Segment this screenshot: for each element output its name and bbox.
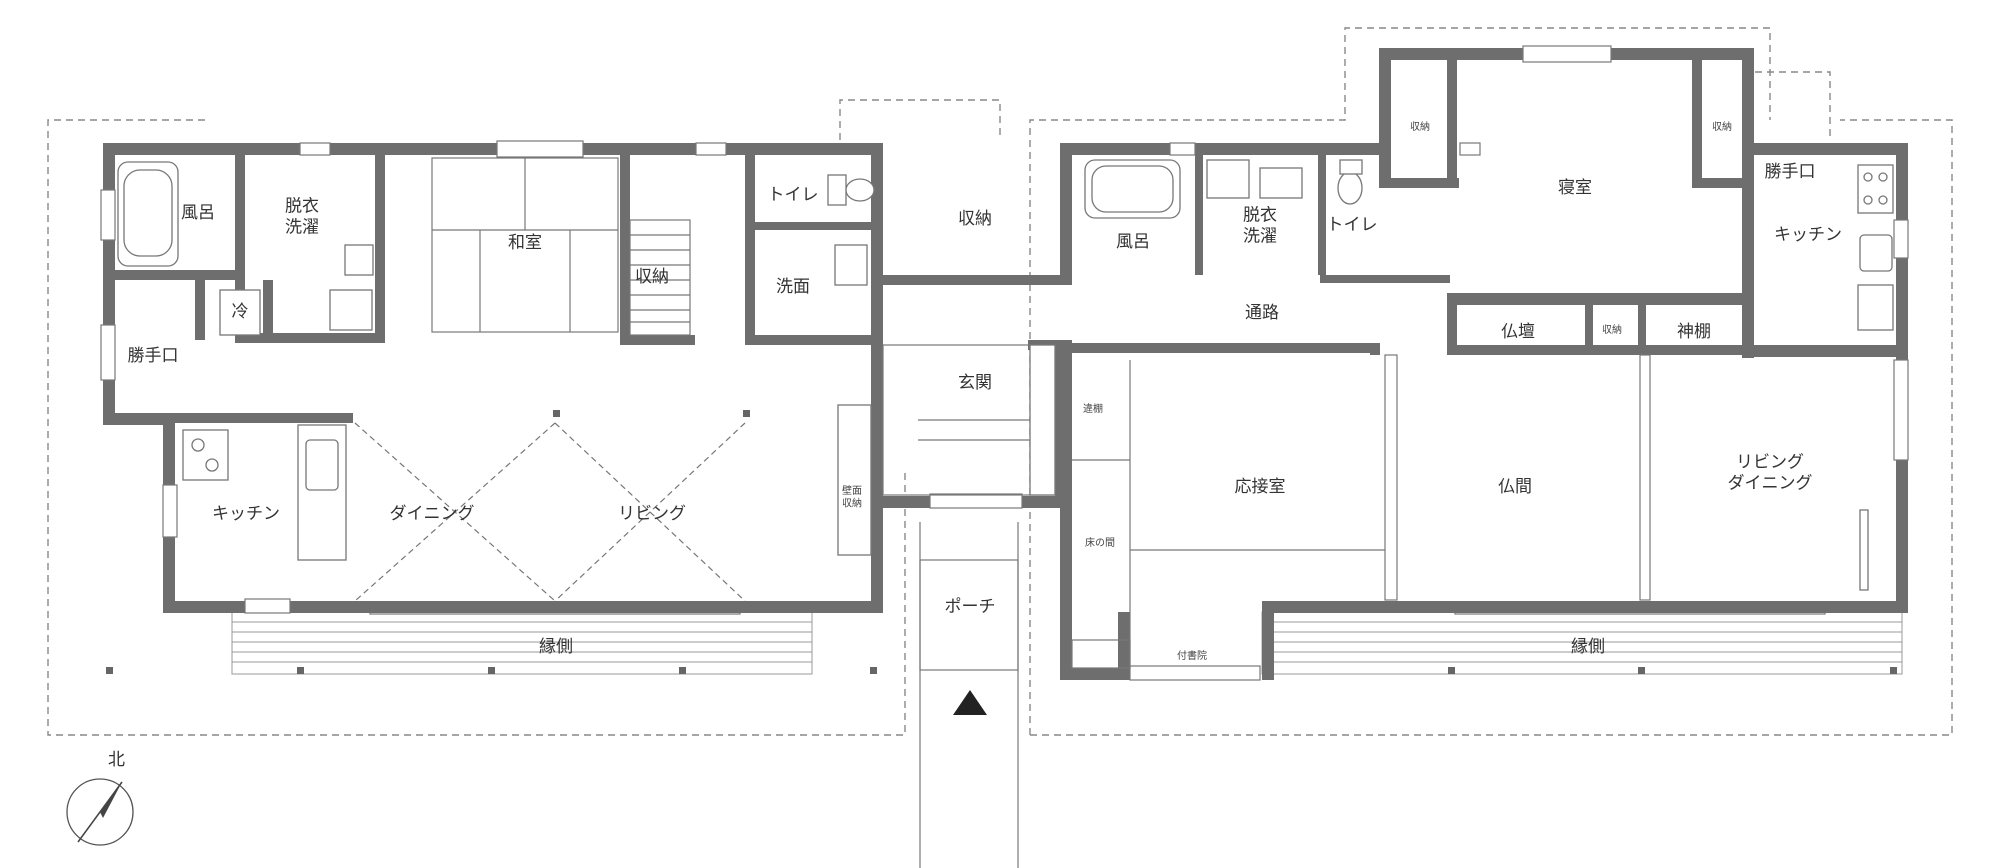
label-butsudan: 仏壇 [1501, 322, 1535, 342]
label-porch: ポーチ [945, 597, 996, 617]
label-osetsushitsu: 応接室 [1235, 477, 1286, 497]
label-toilet-right: トイレ [1327, 215, 1378, 235]
windows [100, 45, 1909, 681]
fixtures [117, 157, 1894, 669]
label-living-dining-right: リビングダイニング [1728, 452, 1813, 493]
label-living: リビング [618, 504, 686, 524]
label-katteguchi-right: 勝手口 [1765, 162, 1816, 182]
deck-posts [106, 410, 1897, 674]
label-engawa-left: 縁側 [539, 637, 573, 657]
label-genkan: 玄関 [958, 373, 992, 393]
label-kitchen-right: キッチン [1774, 225, 1842, 245]
label-tokonoma: 床の間 [1085, 536, 1115, 549]
eave-outline [47, 27, 1953, 868]
entrance-arrow-icon [953, 690, 987, 715]
label-shinshitsu: 寝室 [1558, 177, 1592, 198]
label-hekimen-shuno: 壁面収納 [842, 484, 862, 510]
label-katteguchi-left: 勝手口 [128, 346, 179, 366]
label-furo-right: 風呂 [1116, 232, 1150, 252]
label-dining: ダイニング [390, 504, 475, 524]
label-kitchen-left: キッチン [212, 504, 280, 524]
label-senmen: 洗面 [776, 277, 810, 297]
label-shuno-bed-left: 収納 [1410, 120, 1430, 133]
label-engawa-right: 縁側 [1571, 637, 1605, 657]
room-labels: 風呂 脱衣洗濯 和室 収納 トイレ 洗面 収納 冷 勝手口 キッチン ダイニング… [128, 120, 1843, 662]
label-chigaidana: 違棚 [1083, 402, 1103, 415]
walls [103, 48, 1908, 680]
label-tsukeshoin: 付書院 [1177, 649, 1207, 662]
label-datsui-right: 脱衣洗濯 [1243, 205, 1277, 246]
label-shuno-stair: 収納 [635, 267, 669, 287]
north-compass: 北 [66, 750, 134, 846]
label-shuno-center: 収納 [958, 209, 992, 229]
label-kamidana: 神棚 [1677, 322, 1711, 342]
label-butsuma: 仏間 [1498, 477, 1532, 497]
label-furo-left: 風呂 [181, 203, 215, 223]
label-datsui-left: 脱衣洗濯 [285, 196, 319, 237]
label-shuno-small: 収納 [1602, 323, 1622, 336]
label-tsuro: 通路 [1245, 303, 1279, 323]
label-toilet-left: トイレ [768, 185, 819, 205]
label-washitsu: 和室 [508, 233, 542, 253]
label-shuno-bed-right: 収納 [1712, 120, 1732, 133]
compass-north-label: 北 [108, 750, 125, 770]
label-rei: 冷 [232, 302, 249, 322]
